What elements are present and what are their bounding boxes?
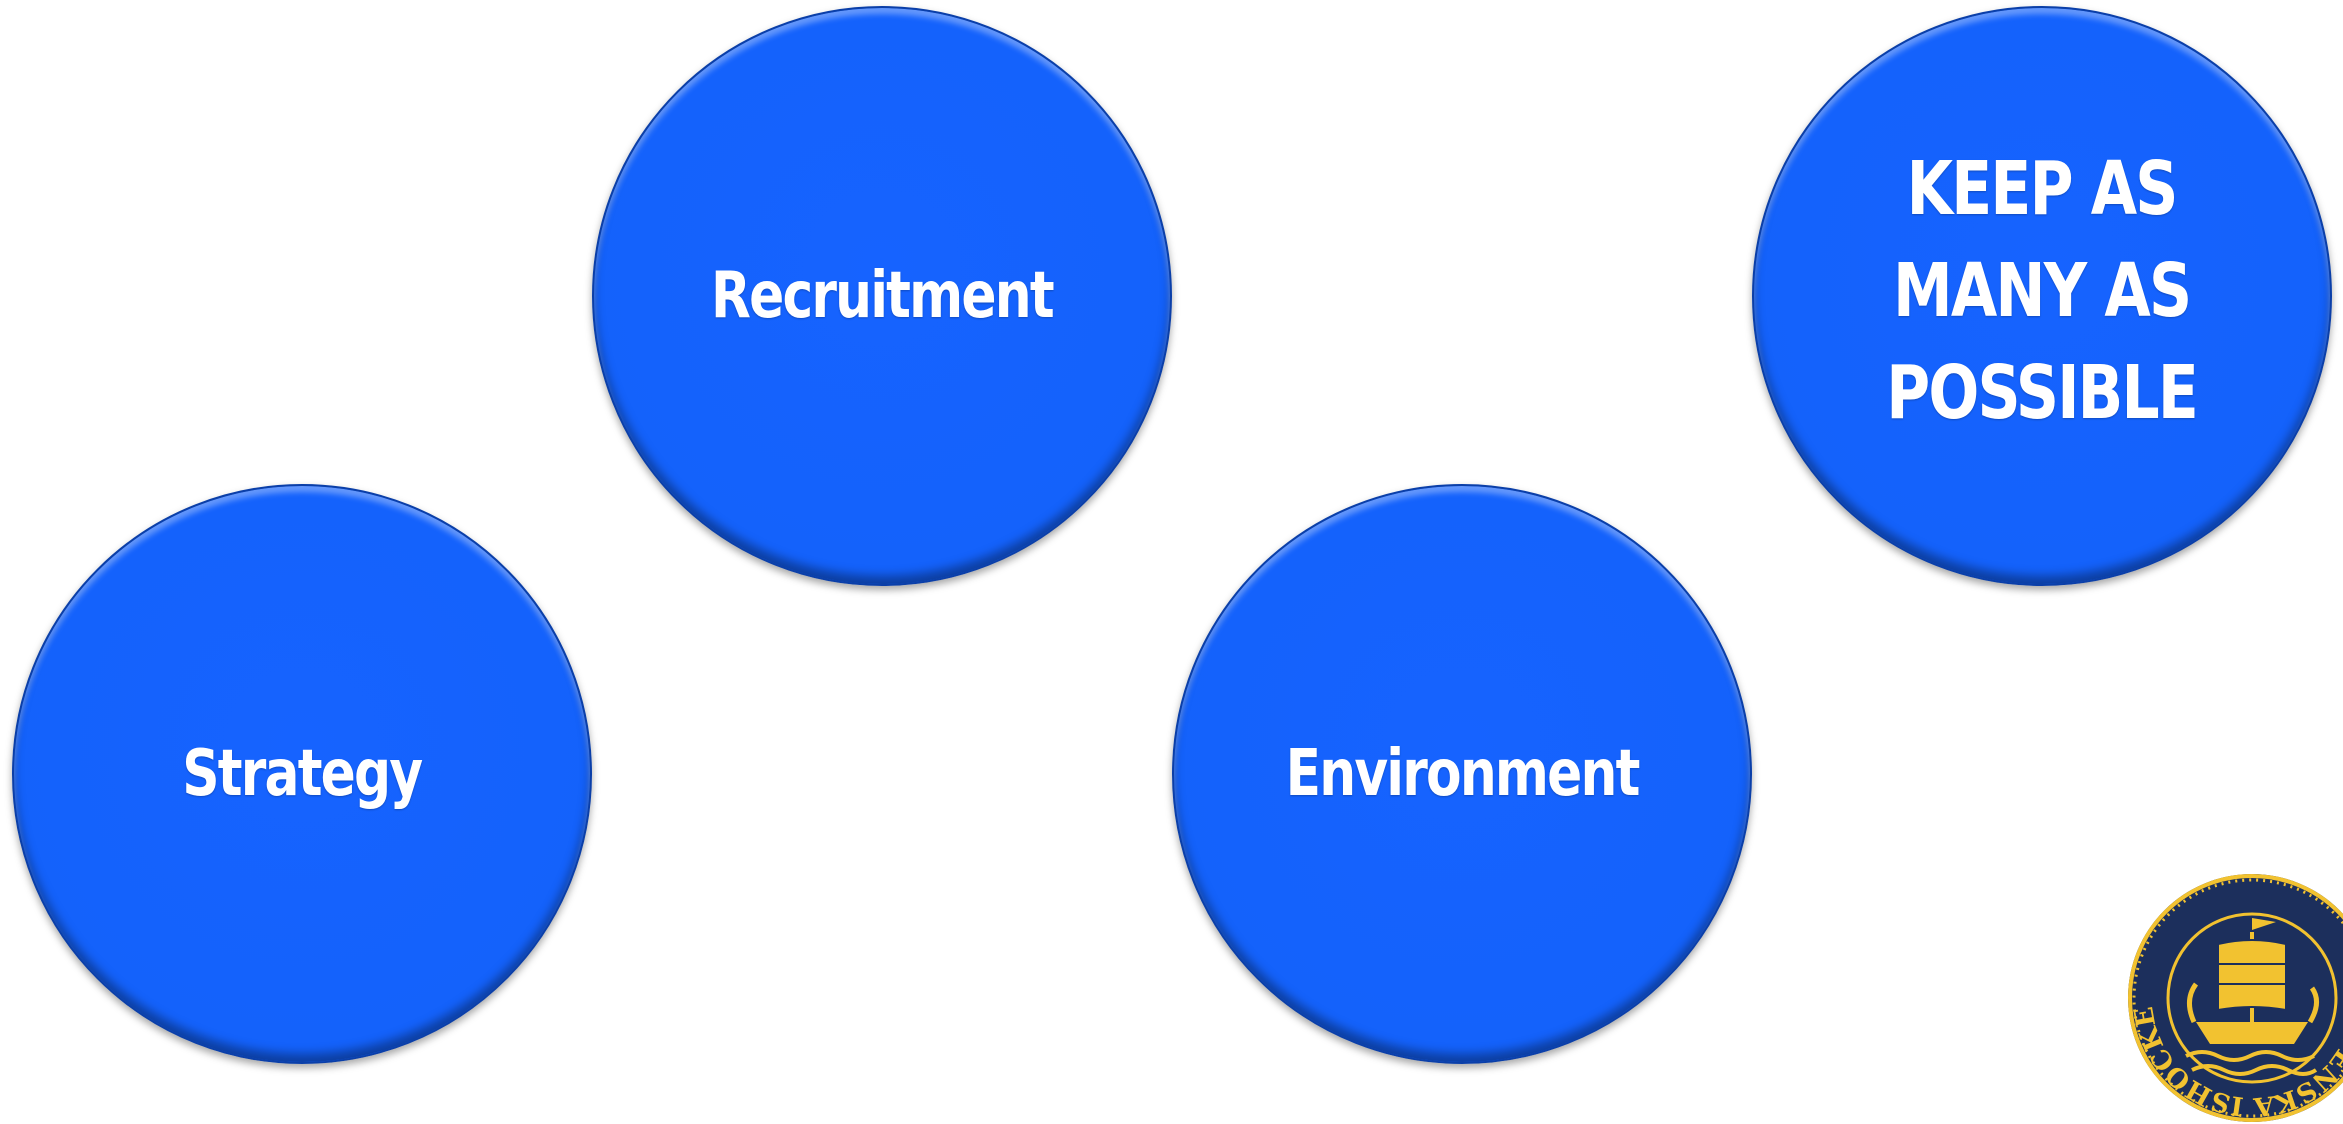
- recruitment-label: Recruitment: [711, 259, 1055, 333]
- keep-line-1: KEEP AS: [1906, 146, 2179, 232]
- keep-line-2: MANY AS: [1893, 248, 2192, 334]
- strategy-label: Strategy: [182, 737, 423, 811]
- environment-circle: Environment: [1172, 484, 1752, 1064]
- environment-label: Environment: [1285, 737, 1641, 811]
- keep-as-many-circle: KEEP AS MANY AS POSSIBLE: [1752, 6, 2332, 586]
- recruitment-circle: Recruitment: [592, 6, 1172, 586]
- swedish-ice-hockey-federation-logo: SVENSKA ISHOCKEYFÖRBUNDET: [2126, 872, 2343, 1122]
- strategy-circle: Strategy: [12, 484, 592, 1064]
- keep-as-many-label: KEEP AS MANY AS POSSIBLE: [1886, 138, 2200, 444]
- keep-line-3: POSSIBLE: [1886, 350, 2200, 436]
